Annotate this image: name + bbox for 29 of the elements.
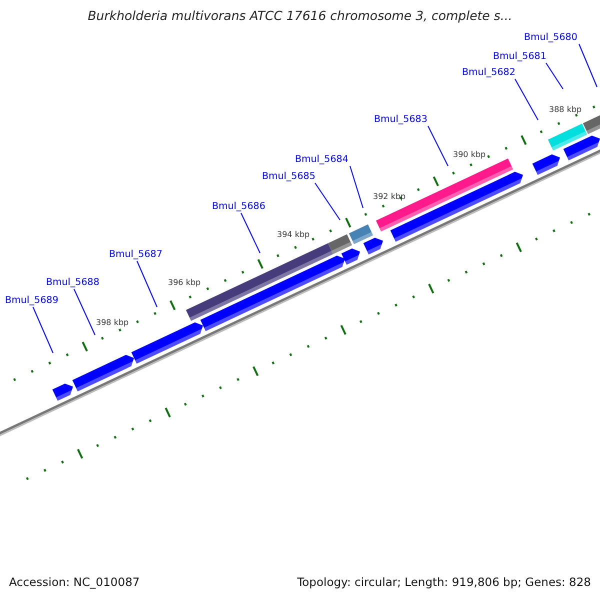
- scale-label: 396 kbp: [168, 277, 201, 289]
- scale-label: 394 kbp: [277, 229, 310, 241]
- scale-label: 390 kbp: [453, 149, 486, 161]
- gene-label: Bmul_5685: [262, 171, 316, 183]
- scale-label: 392 kbp: [373, 191, 406, 203]
- summary-label: Topology: circular; Length: 919,806 bp; Genes: 828: [297, 576, 591, 588]
- gene-label: Bmul_5688: [46, 277, 100, 289]
- gene-label: Bmul_5684: [295, 154, 348, 166]
- gene-label: Bmul_5680: [524, 32, 578, 44]
- leader-line: [32, 306, 54, 354]
- scale-label: 388 kbp: [549, 104, 582, 116]
- leader-line: [74, 288, 96, 336]
- gene-label: Bmul_5682: [462, 67, 516, 79]
- leader-line: [240, 212, 260, 254]
- gene-label: Bmul_5683: [374, 114, 428, 126]
- title: Burkholderia multivorans ATCC 17616 chromosome 3, complete s...: [86, 10, 514, 22]
- gene-label: Bmul_5681: [493, 51, 546, 63]
- leader-line: [350, 166, 364, 208]
- gene-label: Bmul_5687: [109, 249, 162, 261]
- leader-line: [428, 126, 448, 166]
- gene-label: Bmul_5686: [212, 201, 266, 213]
- leader-line: [514, 78, 538, 120]
- leader-line: [136, 260, 158, 308]
- leader-line: [546, 62, 564, 90]
- leader-line: [578, 44, 598, 88]
- accession-label: Accession: NC_010087: [9, 576, 140, 588]
- scale-label: 398 kbp: [96, 317, 129, 329]
- gene-label: Bmul_5689: [5, 295, 58, 307]
- leader-line: [314, 182, 340, 220]
